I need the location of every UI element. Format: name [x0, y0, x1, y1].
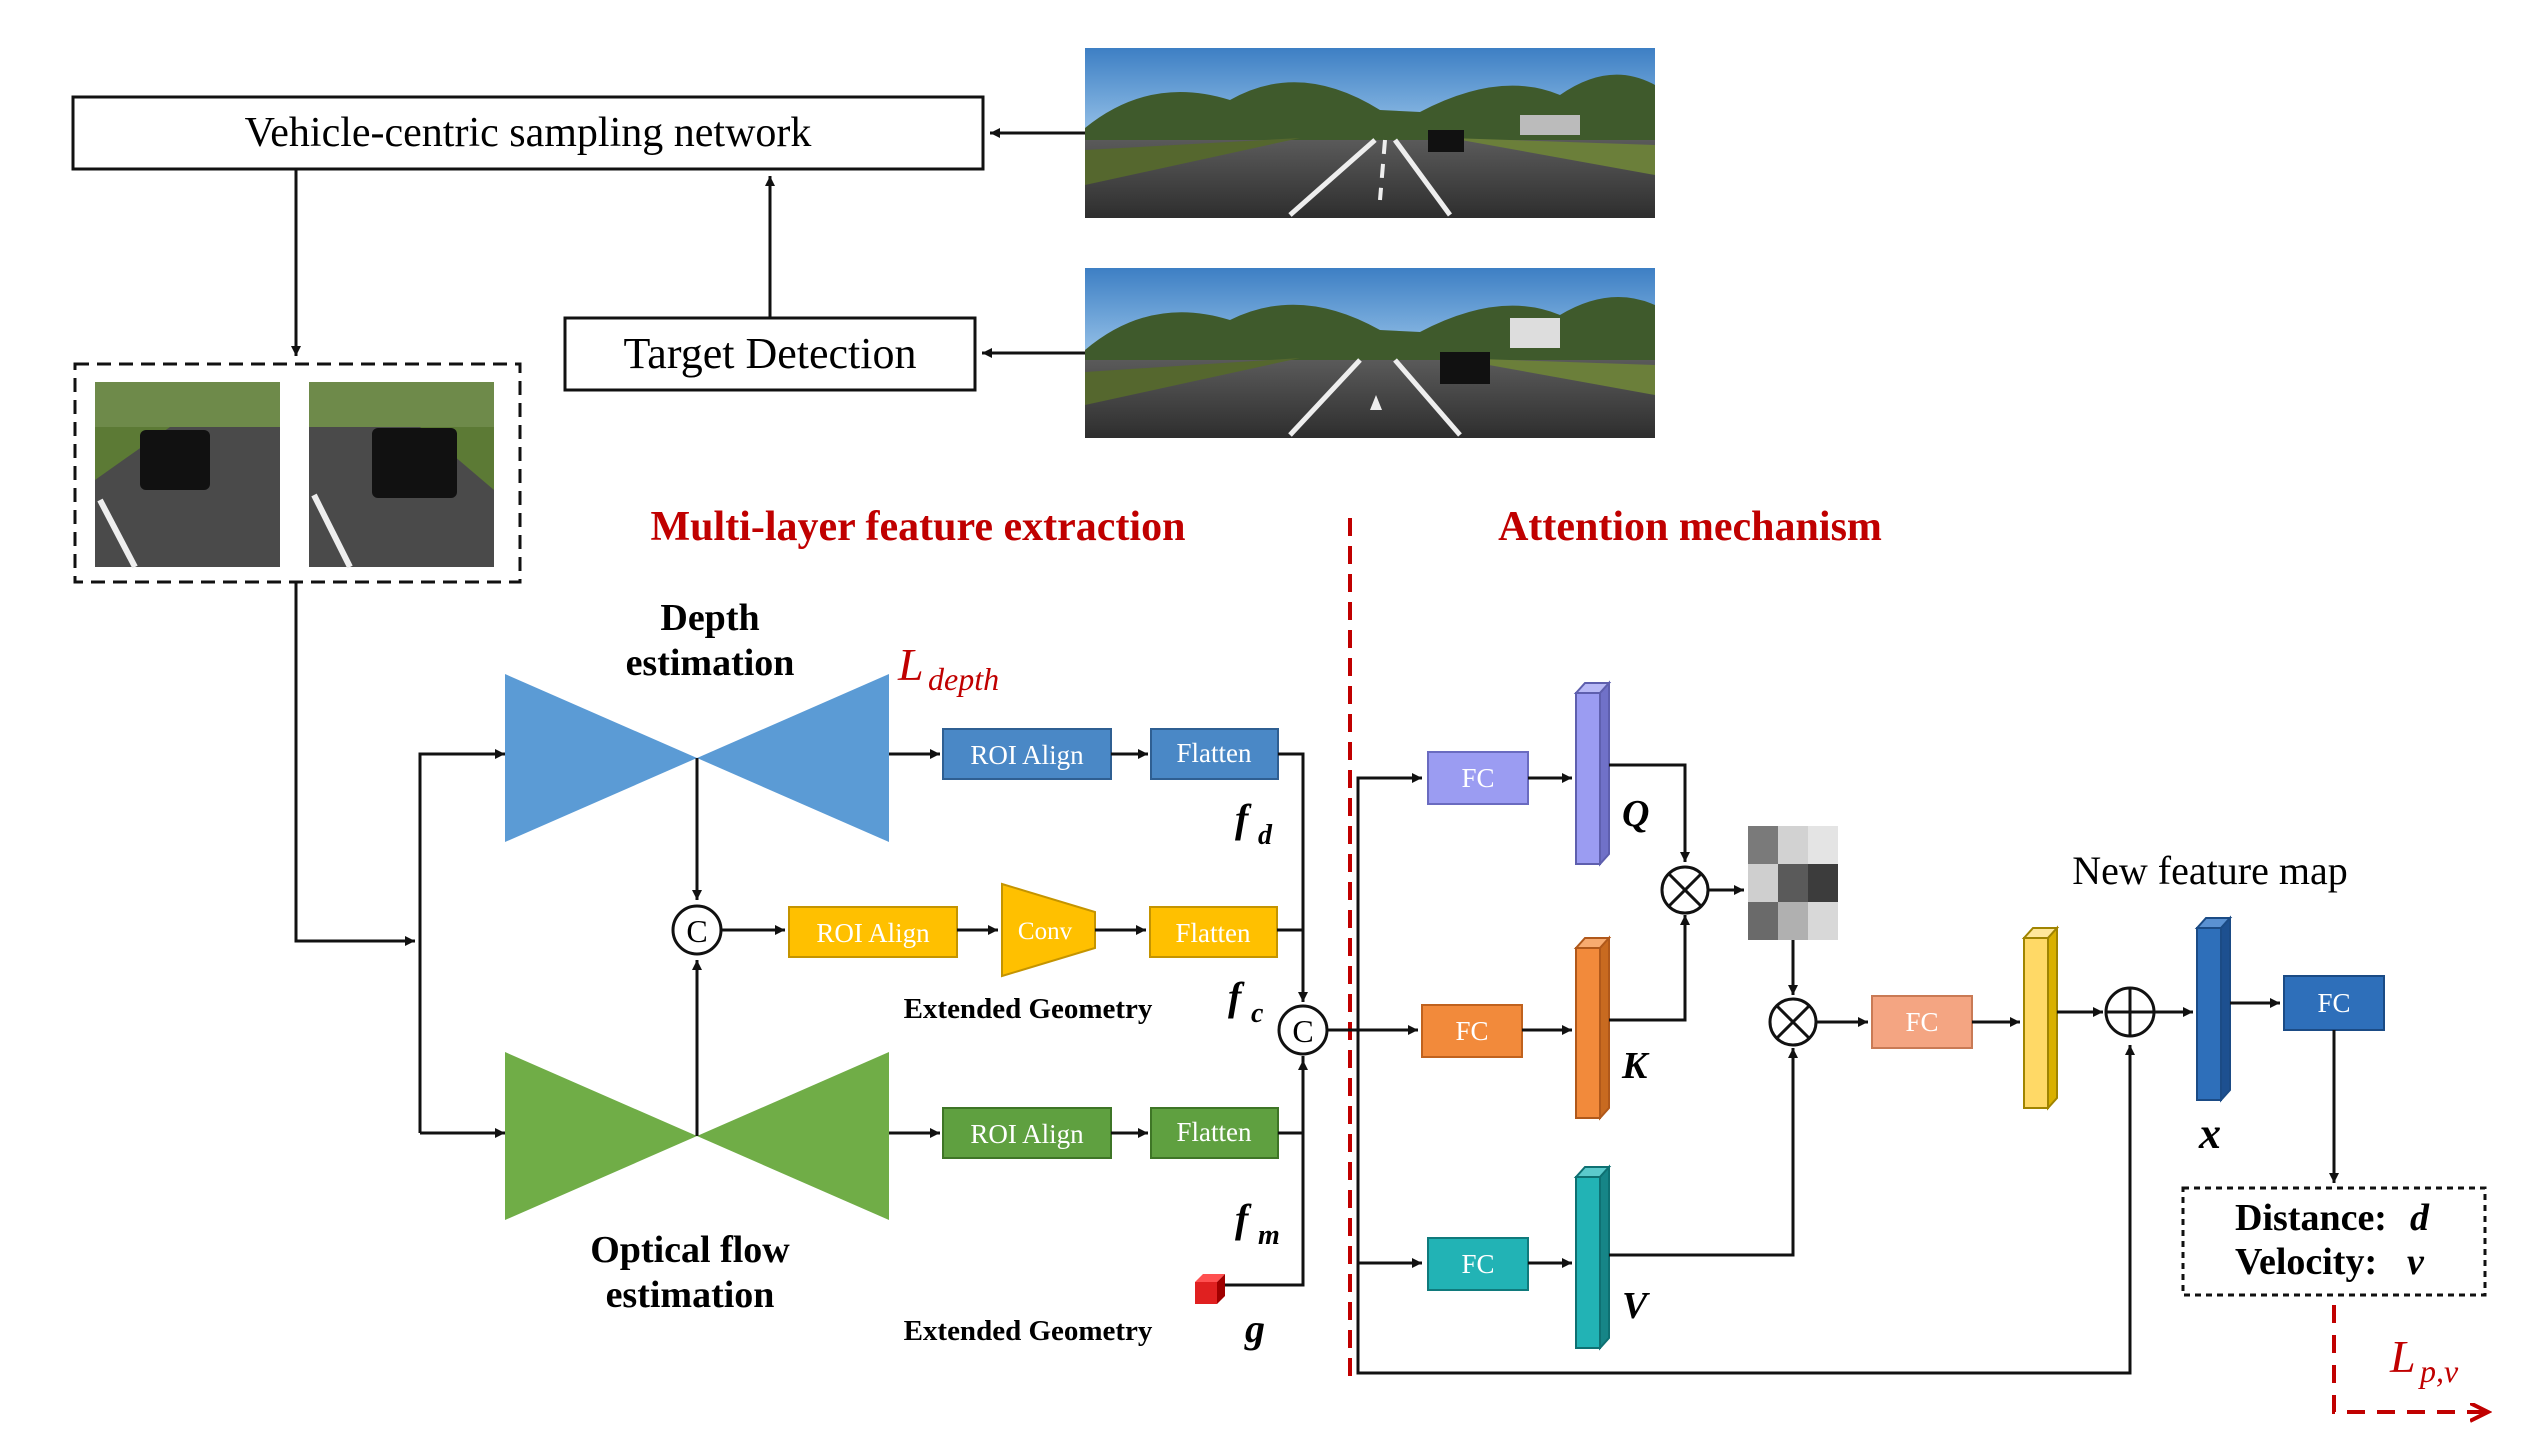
- output-box: Distance: d Velocity: v: [2181, 1186, 2487, 1297]
- vehicle-crops-group: [73, 362, 522, 584]
- extended-geometry-label-1: Extended Geometry: [904, 993, 1153, 1025]
- sampling-network-label: Vehicle-centric sampling network: [245, 110, 812, 156]
- svg-text:ROI Align: ROI Align: [970, 740, 1084, 770]
- k-to-multiply-arrow: [1609, 915, 1690, 1022]
- fc-k: FC: [1421, 1004, 1523, 1058]
- svg-text:FC: FC: [1461, 763, 1494, 793]
- k-label: K: [1621, 1045, 1650, 1087]
- add-node: [2104, 986, 2156, 1038]
- x-label: x: [2198, 1109, 2221, 1158]
- loss-pv-label: L p,v: [2389, 1331, 2459, 1389]
- svg-text:Flatten: Flatten: [1177, 1117, 1252, 1147]
- flatten-flow-to-concat-line: [1278, 1056, 1305, 1135]
- svg-text:FC: FC: [1461, 1249, 1494, 1279]
- svg-text:Conv: Conv: [1018, 918, 1073, 945]
- svg-text:ROI Align: ROI Align: [970, 1119, 1084, 1149]
- g-label: g: [1244, 1306, 1265, 1351]
- concat-node-left: C: [671, 904, 723, 956]
- q-to-multiply-arrow: [1609, 763, 1690, 862]
- q-label: Q: [1622, 793, 1649, 835]
- fd-label: f d: [1235, 796, 1273, 851]
- multiply-node-av: [1768, 997, 1818, 1047]
- fc-q: FC: [1427, 751, 1529, 805]
- svg-text:ROI Align: ROI Align: [816, 918, 930, 948]
- flatten-flow: Flatten: [1150, 1107, 1279, 1159]
- roi-align-flow: ROI Align: [942, 1107, 1112, 1159]
- conv-block: Conv: [1001, 882, 1096, 978]
- svg-text:C: C: [1292, 1013, 1313, 1049]
- extended-geometry-label-2: Extended Geometry: [904, 1315, 1153, 1347]
- optical-flow-network: [505, 1052, 889, 1220]
- distance-variable: d: [2410, 1197, 2430, 1239]
- attended-feature-bar: [2021, 925, 2060, 1111]
- vehicle-crop-2: [309, 382, 494, 569]
- fc-out: FC: [2283, 975, 2385, 1031]
- flatten-depth: Flatten: [1150, 728, 1279, 780]
- v-feature-bar: [1573, 1164, 1612, 1351]
- crops-to-split-line: [294, 582, 415, 946]
- svg-text:C: C: [686, 913, 707, 949]
- concat-node-right: C: [1277, 1004, 1329, 1056]
- k-feature-bar: [1573, 935, 1612, 1121]
- svg-text:L: L: [897, 639, 924, 690]
- svg-text:f: f: [1235, 1196, 1252, 1241]
- fc-label: f c: [1228, 974, 1264, 1029]
- svg-text:FC: FC: [1905, 1007, 1938, 1037]
- svg-text:FC: FC: [2317, 988, 2350, 1018]
- q-feature-bar: [1573, 680, 1612, 867]
- multiply-node-qk: [1660, 865, 1710, 915]
- target-detection-label: Target Detection: [624, 329, 917, 378]
- vehicle-crop-1: [95, 382, 280, 569]
- svg-text:depth: depth: [928, 661, 999, 697]
- svg-text:d: d: [1258, 820, 1273, 851]
- roi-align-mid: ROI Align: [788, 906, 958, 958]
- svg-text:c: c: [1251, 998, 1264, 1029]
- section-title-attention: Attention mechanism: [1498, 504, 1882, 550]
- svg-text:FC: FC: [1455, 1016, 1488, 1046]
- velocity-label: Velocity:: [2235, 1241, 2377, 1283]
- x-feature-bar: [2194, 915, 2233, 1103]
- svg-text:m: m: [1258, 1220, 1280, 1251]
- attention-map: [1748, 826, 1838, 940]
- svg-text:L: L: [2389, 1331, 2416, 1382]
- svg-text:f: f: [1228, 974, 1245, 1019]
- svg-text:f: f: [1235, 796, 1252, 841]
- section-title-feature-extraction: Multi-layer feature extraction: [651, 504, 1186, 550]
- flow-label-line2: estimation: [606, 1274, 775, 1316]
- depth-label-line2: estimation: [626, 642, 795, 684]
- distance-label: Distance:: [2235, 1197, 2387, 1239]
- svg-text:Flatten: Flatten: [1177, 738, 1252, 768]
- roi-align-depth: ROI Align: [942, 728, 1112, 780]
- road-image-frame-1: [1085, 48, 1655, 218]
- svg-text:p,v: p,v: [2418, 1353, 2459, 1389]
- flatten-mid: Flatten: [1149, 906, 1278, 958]
- v-to-multiply-arrow: [1609, 1048, 1798, 1257]
- depth-estimation-network: [505, 674, 889, 842]
- new-feature-map-label: New feature map: [2072, 848, 2347, 893]
- fc-mid: FC: [1871, 995, 1973, 1049]
- flow-label-line1: Optical flow: [590, 1229, 790, 1271]
- sampling-network-box: Vehicle-centric sampling network: [71, 95, 985, 171]
- flatten-depth-to-concat-line: [1278, 752, 1305, 1002]
- depth-loss-label: L depth: [897, 639, 999, 697]
- fm-label: f m: [1235, 1196, 1280, 1251]
- v-label: V: [1622, 1285, 1650, 1327]
- residual-skip-arrow: [1356, 1045, 2135, 1375]
- geometry-to-concat-arrow: [1225, 1060, 1308, 1287]
- velocity-variable: v: [2407, 1241, 2425, 1283]
- to-fc-v-arrow: [1356, 1030, 1422, 1268]
- geometry-cube: [1195, 1274, 1225, 1304]
- target-detection-box: Target Detection: [563, 316, 977, 392]
- loss-pv-arrow: [2332, 1305, 2488, 1412]
- split-to-depth-arrow: [418, 749, 505, 1133]
- depth-label-line1: Depth: [660, 597, 759, 639]
- road-image-frame-2: [1085, 268, 1655, 438]
- to-fc-q-arrow: [1356, 773, 1422, 1030]
- svg-text:Flatten: Flatten: [1176, 918, 1251, 948]
- fc-v: FC: [1427, 1237, 1529, 1291]
